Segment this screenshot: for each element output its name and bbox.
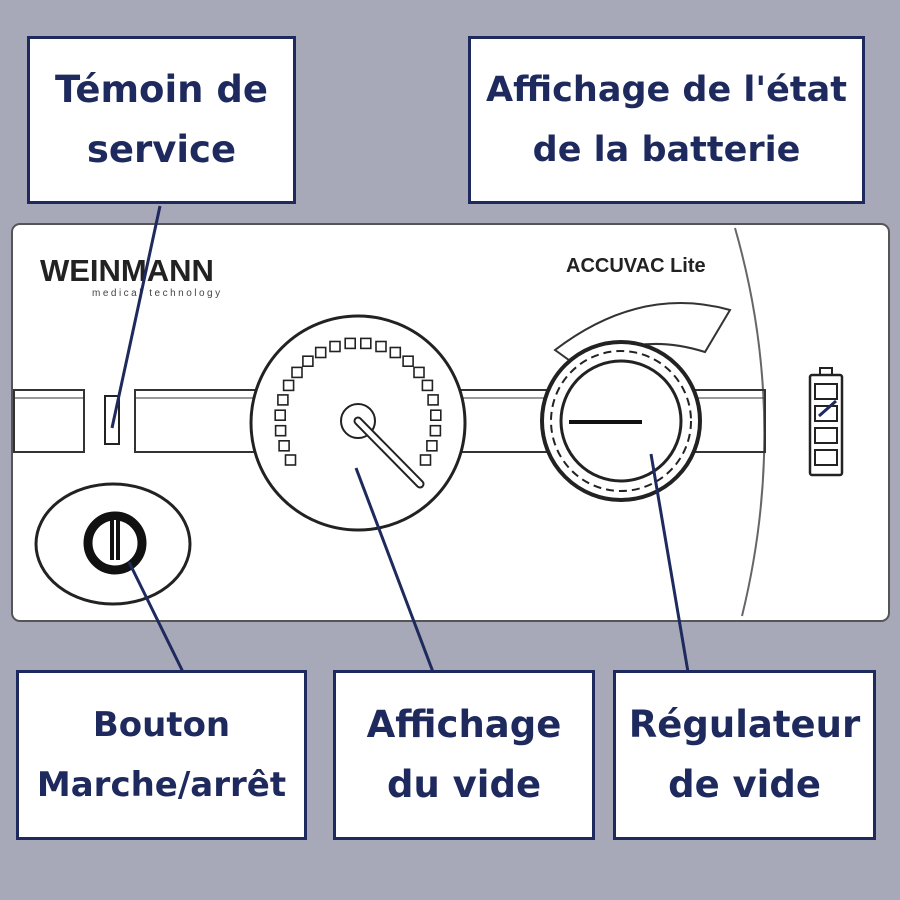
label-vacuum-regulator-line1: Régulateur <box>628 703 861 746</box>
gauge-segment <box>277 394 289 406</box>
gauge-segment <box>427 394 439 406</box>
gauge-segment <box>421 379 434 392</box>
gauge-segment <box>429 409 442 422</box>
power-icon[interactable] <box>83 511 147 575</box>
label-service-indicator-line1: Témoin de <box>55 68 268 111</box>
label-power-button-line2: Marche/arrêt <box>36 765 287 805</box>
label-vacuum-display: Affichage du vide <box>333 670 595 840</box>
gauge-segment <box>302 355 314 368</box>
gauge-segment <box>274 424 287 437</box>
label-vacuum-regulator-line2: de vide <box>668 763 821 806</box>
label-power-button: Bouton Marche/arrêt <box>16 670 307 840</box>
label-vacuum-regulator: Régulateur de vide <box>613 670 876 840</box>
label-battery-status: Affichage de l'état de la batterie <box>468 36 865 204</box>
gauge-segment <box>426 439 438 452</box>
label-service-indicator-line2: service <box>86 128 237 171</box>
gauge-segment <box>329 340 341 353</box>
gauge-segment <box>314 346 327 359</box>
gauge-segment <box>419 454 432 466</box>
gauge-segment <box>413 366 425 379</box>
label-service-indicator: Témoin de service <box>27 36 296 204</box>
label-battery-status-line1: Affichage de l'état <box>486 70 847 110</box>
gauge-segment <box>278 439 290 452</box>
model-name: ACCUVAC Lite <box>566 255 706 277</box>
gauge-segment <box>359 337 372 350</box>
gauge-segment <box>284 454 297 466</box>
brand-tagline: medical technology <box>92 288 223 299</box>
gauge-segment <box>344 337 357 350</box>
label-vacuum-display-line1: Affichage <box>366 703 562 746</box>
gauge-segment <box>282 379 295 392</box>
gauge-segment <box>389 346 402 359</box>
gauge-segment <box>402 355 414 368</box>
brand-logo: WEINMANN <box>40 253 214 288</box>
gauge-segments <box>274 337 442 466</box>
battery-icon <box>808 367 844 477</box>
rail-left <box>13 389 85 453</box>
label-vacuum-display-line2: du vide <box>386 763 542 806</box>
leader-lines <box>110 205 837 673</box>
gauge-segment <box>274 409 287 422</box>
gauge-segment <box>429 424 442 437</box>
label-power-button-line1: Bouton <box>92 705 231 745</box>
label-battery-status-line2: de la batterie <box>532 130 801 170</box>
gauge-segment <box>291 366 303 379</box>
gauge-segment <box>375 340 387 353</box>
